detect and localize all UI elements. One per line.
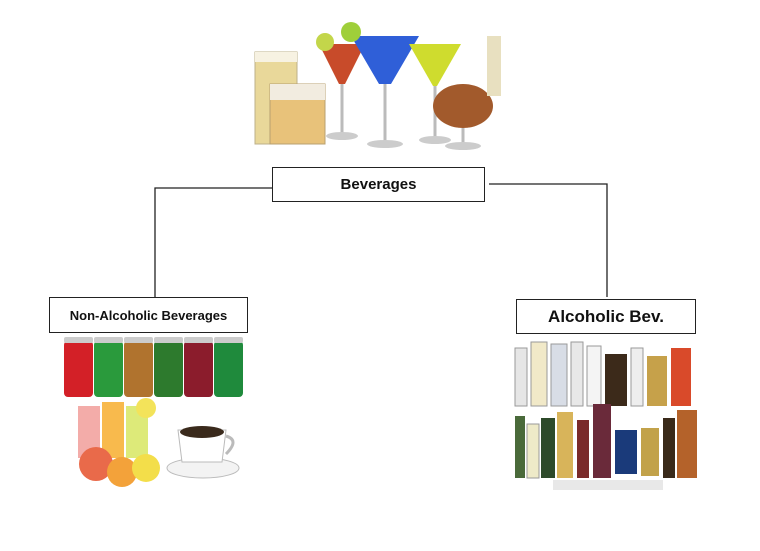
node-non-alcoholic: Non-Alcoholic Beverages [49, 297, 248, 333]
soda-cans-image [64, 335, 246, 399]
node-non-alcoholic-label: Non-Alcoholic Beverages [70, 308, 228, 323]
node-alcoholic: Alcoholic Bev. [516, 299, 696, 334]
juice-coffee-image [66, 398, 246, 490]
node-beverages-label: Beverages [341, 176, 417, 193]
liquor-bottles-image [513, 338, 699, 492]
connector-root-to-left [155, 188, 272, 297]
node-beverages: Beverages [272, 167, 485, 202]
connector-root-to-right [489, 184, 607, 297]
node-alcoholic-label: Alcoholic Bev. [548, 307, 664, 327]
cocktail-glasses-image [253, 22, 503, 152]
